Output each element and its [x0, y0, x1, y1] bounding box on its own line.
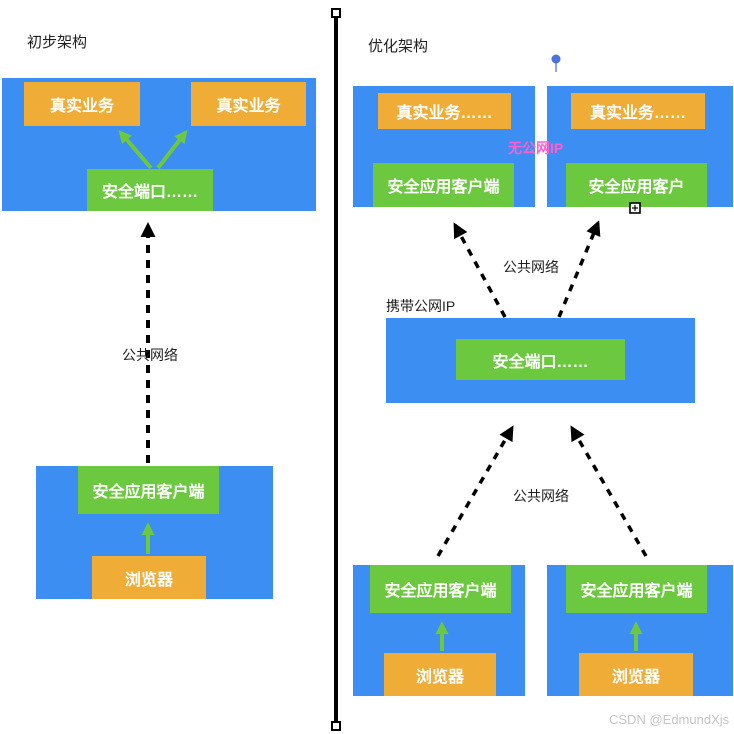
left-diagram-title: 初步架构 [27, 34, 88, 51]
crosshair-plus-icon [629, 202, 641, 214]
network-label: 公共网络 [513, 488, 569, 504]
secure-port-label: 安全端口…… [492, 353, 589, 371]
no-public-ip-label: 无公网IP [508, 140, 564, 156]
browser-node: 浏览器 [579, 653, 693, 696]
business-node: 真实业务…… [378, 93, 511, 129]
browser-label: 浏览器 [124, 571, 173, 589]
dashed-arrow-gateway-to-left-server [453, 222, 507, 318]
green-arrow-fanout [118, 129, 188, 170]
secure-port-node: 安全端口…… [87, 169, 213, 211]
divider-handle-bottom [331, 721, 341, 731]
business-label: 真实业务 [49, 98, 114, 115]
dashed-arrow-right-client-to-gateway [570, 425, 648, 557]
dashed-network-arrow-up [140, 222, 156, 463]
right-server-node-left: 真实业务…… 安全应用客户端 [353, 86, 535, 207]
dashed-arrow-left-client-to-gateway [436, 425, 514, 557]
secure-client-node: 安全应用客户端 [370, 565, 511, 613]
browser-label: 浏览器 [611, 668, 660, 686]
green-arrow-browser-to-client [141, 522, 155, 554]
gateway-node: 安全端口…… [386, 318, 695, 403]
secure-client-label: 安全应用客户端 [580, 583, 693, 600]
left-client-node: 安全应用客户端 浏览器 [36, 466, 273, 599]
browser-label: 浏览器 [415, 668, 464, 686]
section-divider-line [334, 13, 338, 722]
right-server-node-right: 真实业务…… 安全应用客户 [547, 86, 733, 207]
network-label: 公共网络 [503, 259, 559, 275]
secure-client-label: 安全应用客户端 [384, 583, 497, 600]
green-arrow-browser-to-client [629, 621, 643, 651]
public-ip-label: 携带公网IP [386, 298, 456, 314]
browser-node: 浏览器 [92, 556, 206, 599]
csdn-watermark: CSDN @EdmundXjs [609, 712, 730, 727]
secure-client-label: 安全应用客户 [588, 179, 685, 196]
browser-node: 浏览器 [384, 653, 496, 696]
green-arrow-browser-to-client [435, 621, 449, 651]
secure-port-node: 安全端口…… [456, 339, 625, 380]
map-pin-icon [551, 54, 561, 72]
business-node: 真实业务…… [571, 93, 705, 129]
business-label: 真实业务 [216, 98, 281, 115]
secure-client-node: 安全应用客户端 [373, 163, 514, 207]
secure-client-label: 安全应用客户端 [92, 484, 205, 501]
left-server-node: 真实业务 真实业务 安全端口…… [2, 78, 316, 211]
secure-port-label: 安全端口…… [101, 184, 198, 201]
secure-client-node: 安全应用客户端 [78, 466, 219, 514]
right-diagram-title: 优化架构 [368, 38, 429, 55]
divider-handle-top [331, 8, 341, 18]
secure-client-node: 安全应用客户端 [566, 565, 707, 613]
secure-client-label: 安全应用客户端 [387, 179, 500, 196]
network-label: 公共网络 [122, 347, 178, 363]
secure-client-node: 安全应用客户 [566, 163, 707, 207]
dashed-arrow-gateway-to-right-server [557, 220, 601, 318]
business-label: 真实业务…… [589, 105, 686, 122]
business-label: 真实业务…… [396, 105, 493, 122]
business-node: 真实业务 [24, 82, 140, 126]
business-node: 真实业务 [191, 82, 306, 126]
